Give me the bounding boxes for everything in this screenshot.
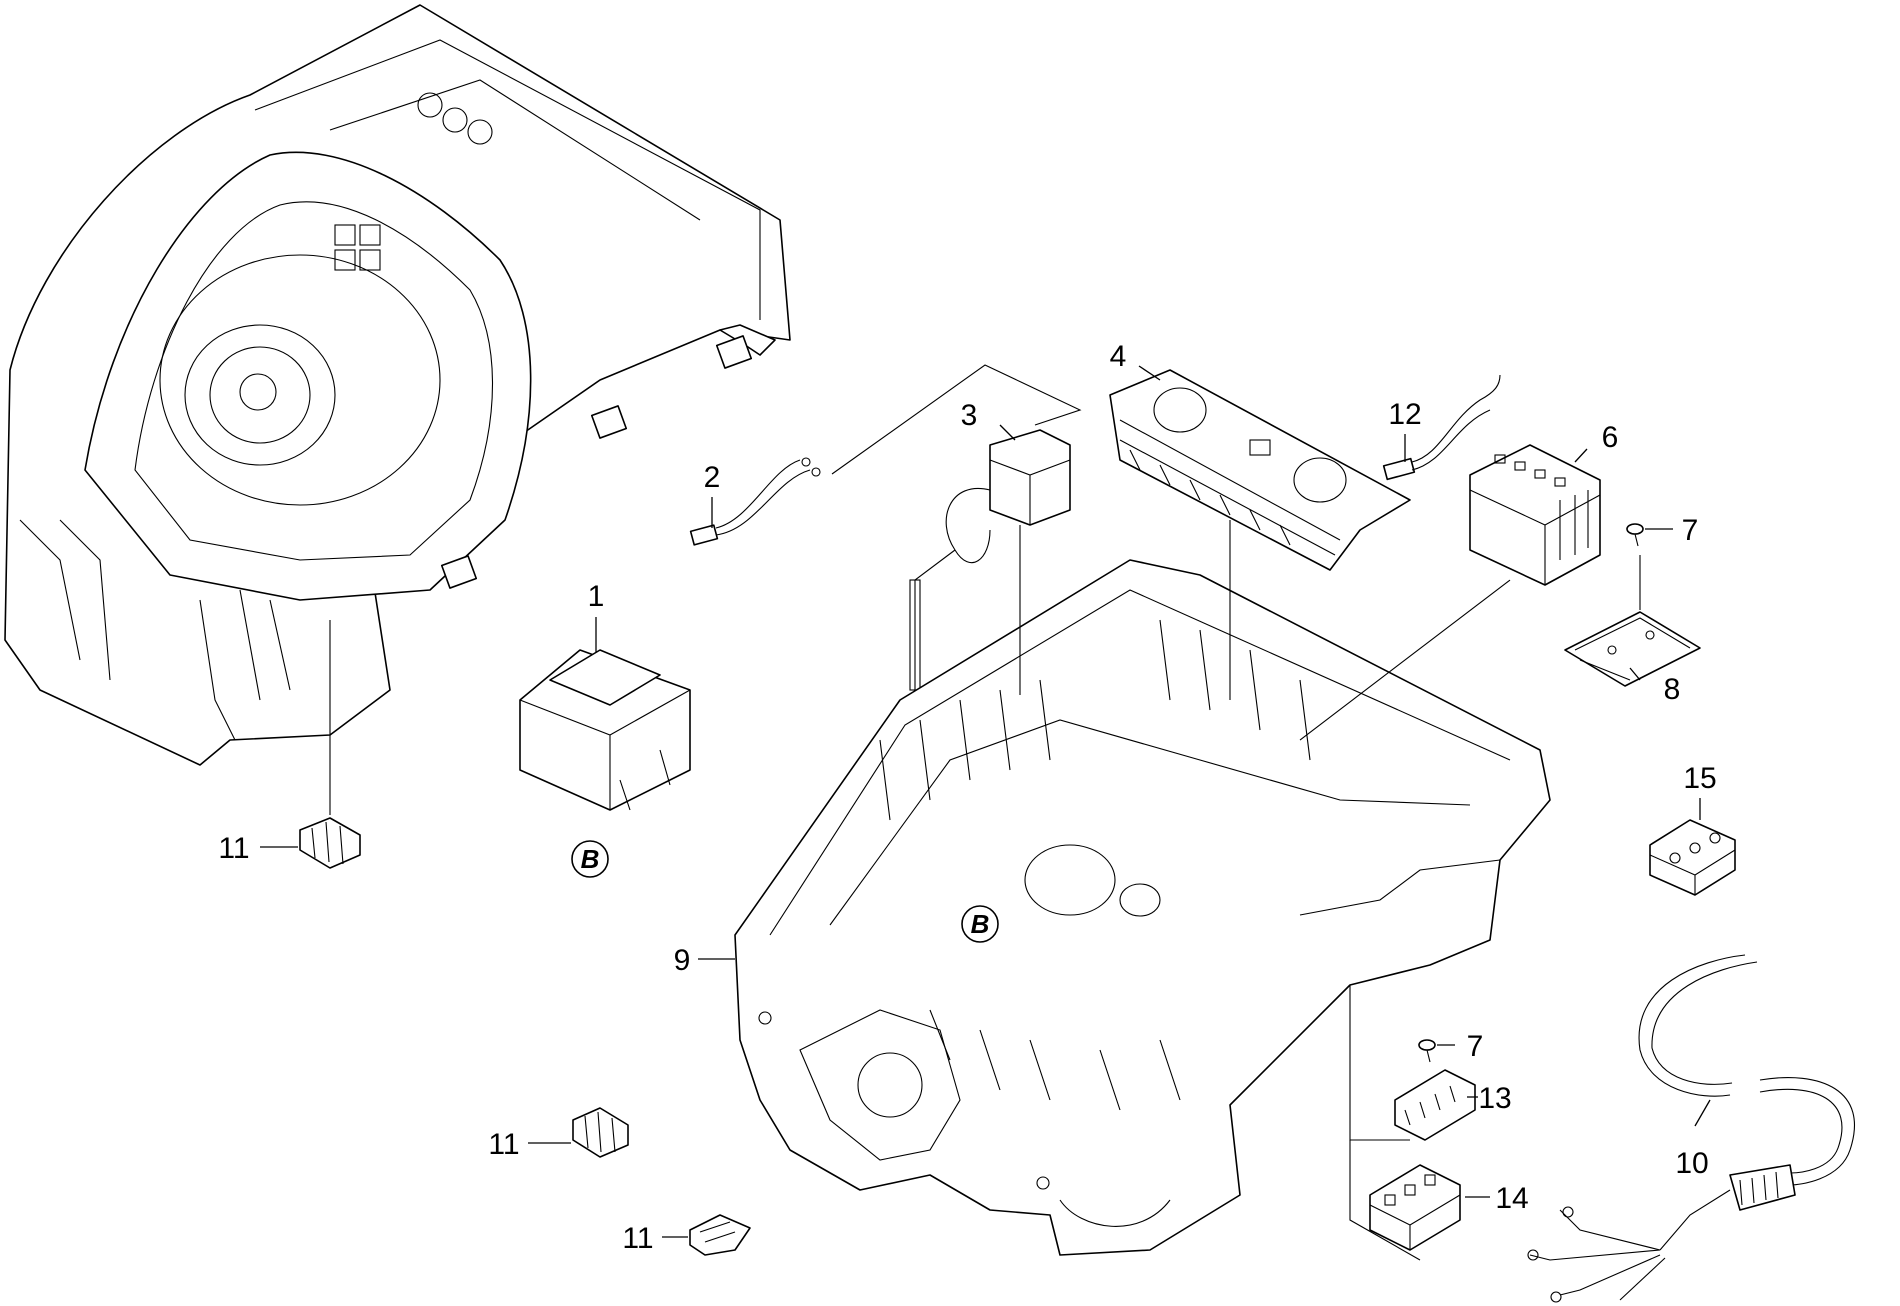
callout-15: 15 (1683, 762, 1716, 795)
clip-middle (572, 1107, 629, 1158)
terminal-strip (1394, 1069, 1476, 1141)
callout-2: 2 (704, 461, 721, 494)
callout-10: 10 (1675, 1147, 1708, 1180)
screw-upper (1626, 523, 1644, 547)
callout-3: 3 (961, 399, 978, 432)
marker-b-circle (571, 840, 609, 878)
callout-11-upper: 11 (218, 832, 249, 865)
control-board (1109, 369, 1411, 571)
transformer (519, 649, 691, 811)
marker-b-housing: B (971, 909, 990, 939)
screw-lower (1418, 1039, 1436, 1063)
callout-9: 9 (674, 944, 691, 977)
callout-8: 8 (1664, 673, 1681, 706)
callout-11-middle: 11 (488, 1128, 519, 1161)
terminal-connector (1369, 1164, 1461, 1251)
base-housing (734, 559, 1551, 1256)
power-cord (1527, 954, 1856, 1303)
marker-b-transformer: B (581, 844, 600, 874)
callout-1: 1 (588, 580, 605, 613)
wire-harness (689, 457, 821, 546)
callout-13: 13 (1478, 1082, 1511, 1115)
marker-b-circle (961, 905, 999, 943)
callout-7-lower: 7 (1467, 1030, 1484, 1063)
contactor-relay (1469, 444, 1601, 586)
callout-7-upper: 7 (1682, 514, 1699, 547)
callout-12: 12 (1388, 398, 1421, 431)
connector-plug (1382, 374, 1501, 481)
leader-lines (260, 364, 1711, 1261)
terminal-block (1649, 819, 1736, 896)
din-rail (1564, 611, 1701, 687)
callout-6: 6 (1602, 421, 1619, 454)
callout-4: 4 (1110, 340, 1127, 373)
callout-11-lower: 11 (622, 1222, 653, 1255)
callout-14: 14 (1495, 1182, 1528, 1215)
top-cover (4, 4, 791, 766)
sensor-module (909, 429, 1071, 695)
clip-lower (689, 1214, 751, 1256)
clip-upper (299, 817, 361, 869)
